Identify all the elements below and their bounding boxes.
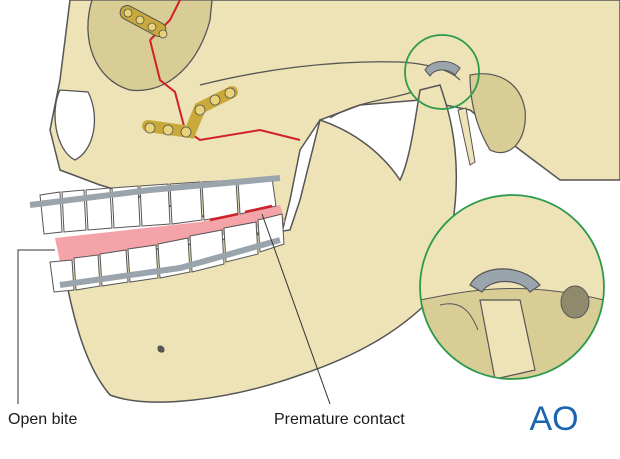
orbit bbox=[87, 0, 213, 92]
ao-logo-text: AO bbox=[529, 400, 578, 438]
gum-gap-highlight bbox=[55, 205, 285, 262]
upper-teeth bbox=[39, 177, 277, 235]
coronoid-notch bbox=[329, 91, 413, 119]
label-open-bite: Open bite bbox=[8, 411, 78, 428]
leader-premature-contact bbox=[261, 213, 331, 405]
mastoid-region bbox=[469, 73, 526, 154]
label-premature-contact: Premature contact bbox=[274, 411, 405, 428]
upper-arch-bar bbox=[29, 175, 281, 208]
leader-open-bite bbox=[17, 249, 55, 404]
styloid-process bbox=[457, 107, 476, 166]
tmj-inset bbox=[419, 194, 605, 380]
premature-contact-marks bbox=[209, 204, 273, 222]
lower-arch-bar bbox=[59, 237, 281, 288]
tmj-highlight-circle bbox=[404, 34, 480, 110]
mental-foramen bbox=[157, 345, 165, 353]
nasal-aperture bbox=[54, 89, 96, 161]
orbital-plate bbox=[119, 5, 168, 39]
ao-logo: AO bbox=[529, 400, 578, 438]
maxillary-plate bbox=[142, 86, 238, 139]
tmj-condyle-small bbox=[424, 61, 461, 77]
